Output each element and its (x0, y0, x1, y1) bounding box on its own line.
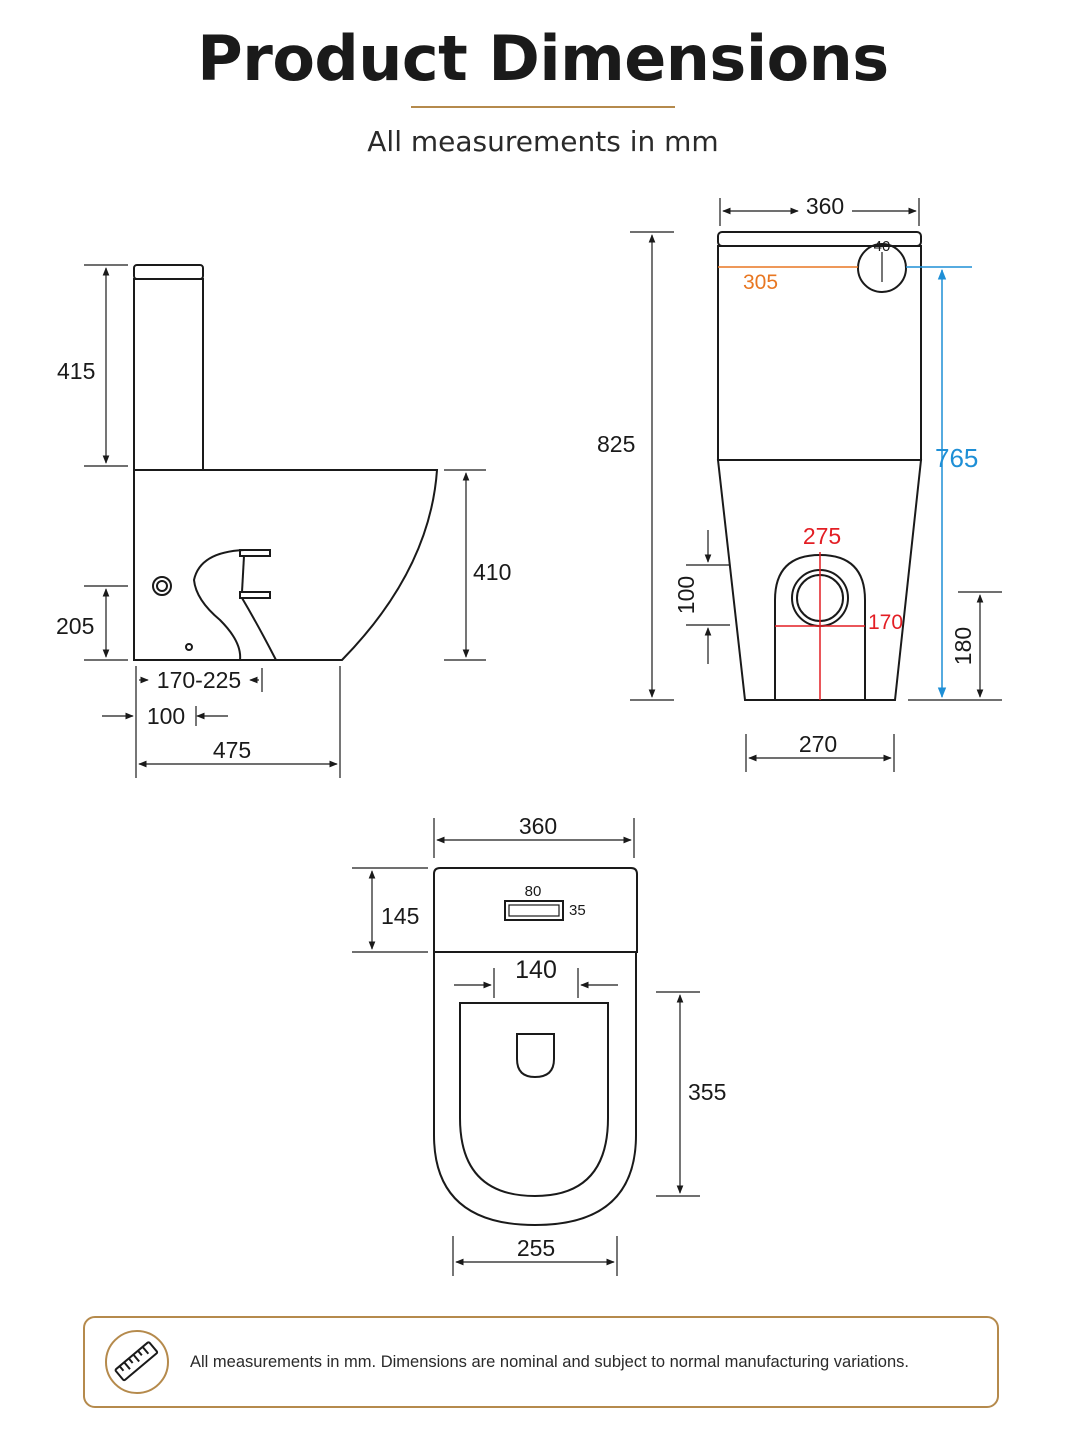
dim-opening-height: 100 (673, 576, 699, 614)
dim-seat-inner-width: 140 (515, 956, 557, 984)
dim-inlet-width: 305 (743, 271, 778, 294)
dim-base-width: 270 (799, 731, 837, 757)
side-inlet-circle (152, 576, 172, 596)
dim-waste-offset: 100 (147, 703, 185, 729)
top-flush-button (504, 900, 564, 921)
side-inlet-inner (156, 580, 168, 592)
top-view (352, 818, 700, 1276)
ruler-icon-graphic (114, 1341, 159, 1382)
top-dim-lines (352, 818, 700, 1276)
dim-top-width: 360 (519, 813, 557, 839)
note-box: All measurements in mm. Dimensions are n… (83, 1316, 999, 1408)
dim-setout-range: 170-225 (157, 667, 241, 693)
dim-cistern-depth: 145 (381, 903, 419, 929)
front-inlet-height-lines (906, 266, 972, 699)
title-underline (411, 106, 675, 108)
top-flush-button-inner (508, 904, 560, 917)
front-lid-outline (717, 231, 922, 247)
technical-drawing: 415 410 205 170-225 100 475 (56, 193, 1002, 1276)
note-text: All measurements in mm. Dimensions are n… (190, 1353, 909, 1371)
ruler-icon (105, 1330, 169, 1394)
dim-inlet-height: 765 (935, 443, 978, 473)
side-trapway (192, 549, 277, 661)
dim-base-height: 180 (950, 627, 976, 665)
dim-total-height: 825 (597, 431, 635, 457)
side-bowl-outline (133, 469, 439, 661)
top-seat-outline (459, 1002, 609, 1198)
front-view (630, 198, 1002, 772)
dim-top-base-width: 255 (517, 1235, 555, 1261)
side-view (84, 264, 486, 778)
side-small-hole (185, 643, 193, 651)
dim-bowl-height: 410 (473, 559, 511, 585)
side-cistern-outline (133, 264, 204, 471)
dim-waste-height: 205 (56, 613, 94, 639)
dim-total-depth: 475 (213, 737, 251, 763)
top-seat-opening (516, 1033, 555, 1079)
top-cistern-outline (433, 867, 638, 953)
top-bowl-outline (433, 952, 637, 1227)
front-button-circle (857, 243, 907, 293)
dim-cistern-height: 415 (57, 358, 95, 384)
dim-opening-width: 170 (868, 611, 903, 634)
page-subtitle: All measurements in mm (367, 125, 719, 158)
side-dim-lines (84, 264, 486, 778)
front-waste-crosshair (775, 552, 865, 700)
dim-button-width: 80 (525, 883, 542, 900)
page-title: Product Dimensions (197, 22, 889, 95)
dim-seat-length: 355 (688, 1079, 726, 1105)
dim-waste-top: 275 (803, 523, 841, 549)
dim-button-depth: 35 (569, 902, 586, 919)
dim-front-width: 360 (806, 193, 844, 219)
dim-button-dia: 40 (874, 238, 891, 255)
front-dim-lines (630, 198, 1002, 772)
front-bowl-outline (716, 459, 923, 701)
